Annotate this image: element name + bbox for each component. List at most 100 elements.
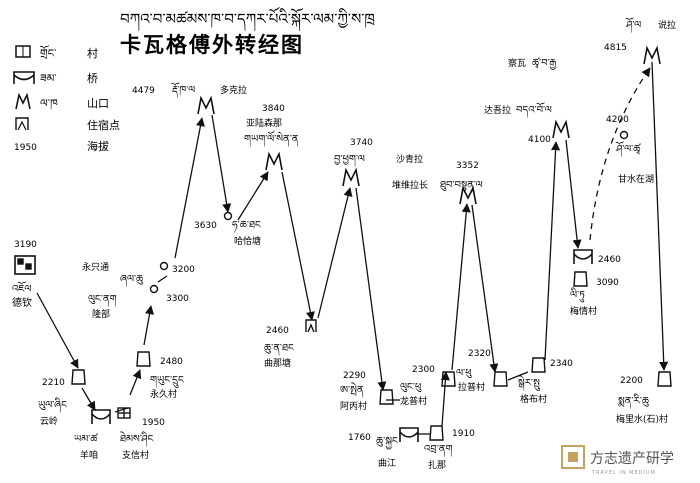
place-chinese: 沙青拉 — [396, 153, 423, 165]
place-tibetan: གཡུང་དྲུང — [150, 375, 185, 388]
village-icon — [429, 425, 444, 441]
place-altitude: 2460 — [598, 255, 621, 265]
place-altitude: 2340 — [550, 359, 573, 369]
village-icon — [531, 357, 546, 373]
place-tibetan: སྨན་རི་ཆུ — [618, 393, 649, 409]
place-altitude: 1950 — [142, 418, 165, 428]
place-tibetan: ཆུ་ན་ཐང — [264, 343, 295, 356]
place-chinese: 亚陆森那 — [246, 117, 282, 129]
watermark-subtext: TRAVEL IN MEDIUM — [591, 470, 656, 476]
legend-village-label: 村 — [87, 46, 98, 60]
place-tibetan: ཐུབ་བསྟན་ལ — [440, 180, 483, 193]
place-altitude: 2290 — [343, 371, 366, 381]
place-chinese: 羊咱 — [80, 449, 98, 461]
village-icon — [71, 369, 86, 385]
title-chinese: 卡瓦格傅外转经图 — [120, 33, 304, 57]
place-altitude: 4815 — [604, 43, 627, 53]
bridge-icon — [91, 409, 111, 424]
lodging-icon — [149, 284, 159, 294]
village-icon — [379, 389, 394, 405]
lodging-icon — [223, 211, 233, 221]
village-icon — [14, 255, 36, 275]
title-tibetan: བཀའ་བ་མཚམས་ཁ་བ་དཀར་པོའི་སྐོར་ལམ་ཀྱི་ས་ཁྲ — [120, 6, 375, 32]
place-tibetan: ཐེམས་ཤིང — [120, 431, 155, 447]
place-altitude: 1760 — [348, 433, 371, 443]
place-altitude: 2460 — [266, 326, 289, 336]
legend-bridge-tibetan: ཟམ་ — [40, 72, 57, 85]
place-chinese: 永久村 — [150, 388, 177, 400]
place-tibetan: ཚྭ་བ་རྒྱ — [532, 57, 557, 70]
place-chinese: 支信村 — [122, 449, 149, 461]
place-tibetan: ལ་ཕུ — [456, 368, 472, 379]
place-chinese: 德钦 — [12, 296, 32, 309]
legend-lodging-label: 住宿点 — [87, 118, 120, 132]
place-tibetan: འབྲ་ནག — [424, 444, 453, 457]
legend-village-tibetan: གྲོང་ — [40, 45, 57, 60]
bridge-icon — [399, 427, 419, 442]
pass-icon — [643, 45, 661, 65]
lodging-icon — [619, 130, 629, 140]
place-altitude: 2210 — [42, 378, 65, 388]
place-chinese: 云岭 — [40, 415, 58, 427]
village-icon — [136, 351, 151, 367]
legend-altitude-sample: 1950 — [14, 143, 37, 153]
legend-bridge: ཟམ་ 桥 — [13, 71, 98, 85]
place-chinese: 梅情村 — [570, 305, 597, 317]
place-tibetan: ཡམ་ཚ — [74, 433, 98, 445]
village-icon — [493, 371, 508, 387]
place-altitude: 3300 — [166, 294, 189, 304]
place-chinese: 察瓦 — [508, 57, 526, 69]
place-tibetan: འཇོལ — [12, 281, 31, 295]
place-chinese: 堆维拉长 — [392, 179, 428, 191]
place-chinese: 永只通 — [82, 261, 109, 273]
place-altitude: 4100 — [528, 135, 551, 145]
place-altitude: 2480 — [160, 357, 183, 367]
place-labels: 3190 འཇོལ 德钦 2210 ཡུལ་ཞིང 云岭 ཡམ་ཚ 羊咱 195… — [12, 17, 676, 471]
place-altitude: 3630 — [194, 221, 217, 231]
lodging-icon — [15, 117, 29, 131]
place-altitude: 3840 — [262, 104, 285, 114]
place-chinese: 多克拉 — [220, 84, 247, 96]
place-tibetan: ཧ་ཆ་ཐང — [232, 220, 262, 233]
place-altitude: 4200 — [606, 115, 629, 125]
place-chinese: 格布村 — [520, 393, 547, 405]
place-tibetan: བདའ་བོ་ལ — [516, 102, 552, 118]
place-chinese: 龙普村 — [400, 395, 427, 407]
place-chinese: 阿丙村 — [340, 400, 367, 412]
pass-icon — [265, 151, 283, 171]
legend-lodging: 住宿点 — [15, 117, 120, 132]
place-altitude: 2300 — [412, 365, 435, 375]
watermark: 方志遗产研学 TRAVEL IN MEDIUM — [561, 445, 674, 476]
place-chinese: 曲江 — [378, 458, 396, 469]
watermark-logo-icon — [561, 445, 585, 469]
place-altitude: 2320 — [468, 349, 491, 359]
place-tibetan: རྡོ་ཁ་ལ — [171, 82, 195, 98]
legend-village: གྲོང་ 村 — [15, 45, 98, 60]
village-icon — [441, 371, 456, 387]
legend-bridge-label: 桥 — [87, 72, 98, 85]
place-chinese: 说拉 — [658, 19, 676, 31]
legend-altitude-label: 海拔 — [87, 139, 109, 153]
place-tibetan: ལི་ཏུ — [570, 287, 585, 303]
place-altitude: 3740 — [350, 138, 373, 148]
place-tibetan: བྱ་ཕྱག་ལ — [334, 154, 365, 167]
pass-icon — [15, 92, 31, 110]
place-altitude: 3200 — [172, 265, 195, 275]
pass-icon — [197, 95, 215, 115]
place-altitude: 2200 — [620, 376, 643, 386]
place-chinese: 扎那 — [428, 459, 446, 471]
place-tibetan: ཡུལ་ཞིང — [38, 397, 68, 413]
legend-pass-label: 山口 — [87, 97, 109, 110]
pass-icon — [552, 119, 570, 139]
legend: གྲོང་ 村 ཟམ་ 桥 ལ་ཁ 山口 住宿点 1950 海拔 — [13, 45, 120, 153]
place-chinese: 哈恰塘 — [234, 235, 261, 247]
place-tibetan: སྒེར་སྤུ — [518, 375, 540, 391]
place-tibetan: ཤོ་ལ — [625, 17, 641, 33]
lodging-icon — [305, 319, 317, 333]
route-lines — [36, 61, 669, 435]
lodging-icon — [159, 261, 169, 271]
place-tibetan: ཤོ་ལ་ཚྭ — [615, 141, 641, 157]
place-tibetan: ཞལ་ཆུ — [120, 274, 143, 287]
watermark-text: 方志遗产研学 — [590, 451, 674, 467]
